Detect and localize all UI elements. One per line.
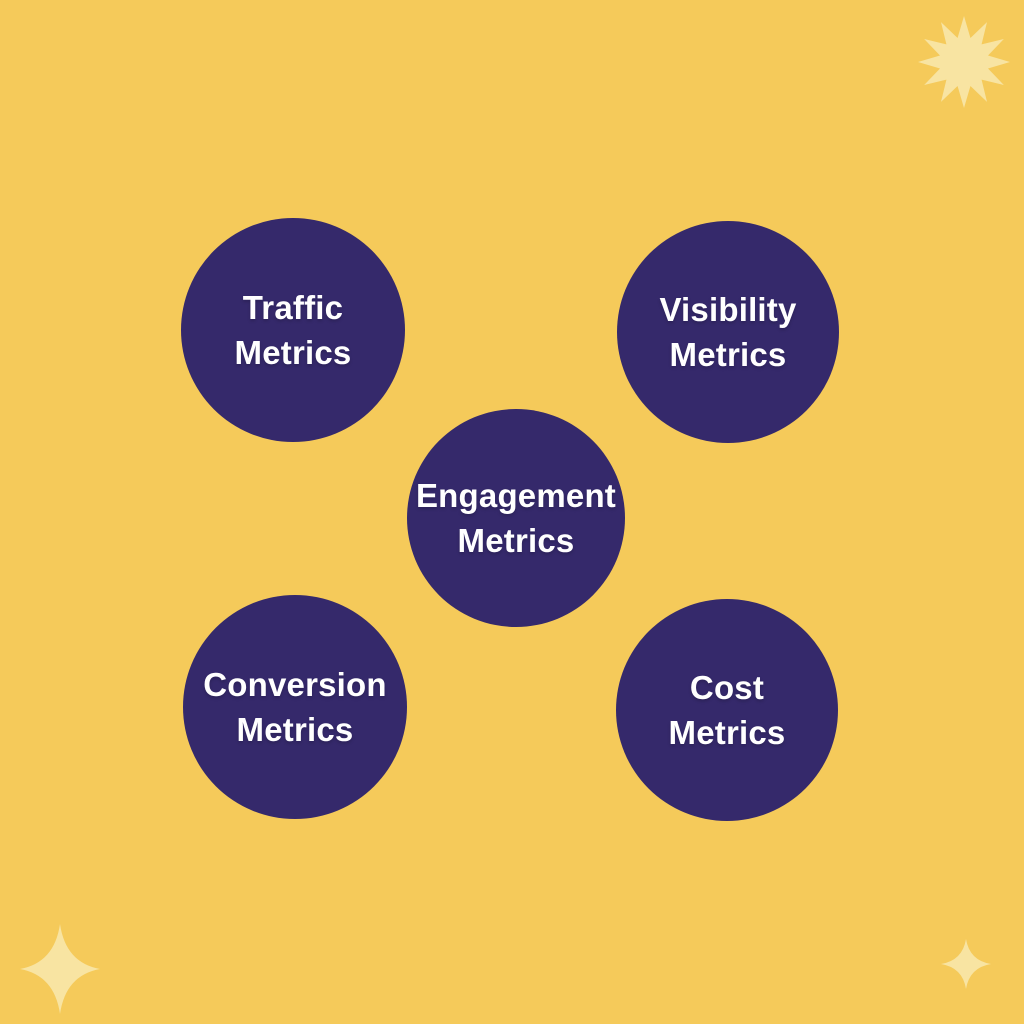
node-traffic-metrics: Traffic Metrics: [181, 218, 405, 442]
node-label-line2: Metrics: [234, 334, 352, 371]
node-label-line1: Cost: [689, 669, 765, 706]
node-label: Conversion Metrics: [203, 662, 387, 752]
node-cost-metrics: Cost Metrics: [616, 599, 838, 821]
node-label-line2: Metrics: [669, 336, 787, 373]
node-label-line1: Conversion: [203, 666, 387, 703]
node-label-line1: Traffic: [242, 289, 344, 326]
node-label: Visibility Metrics: [659, 287, 796, 377]
node-label-line1: Engagement: [415, 477, 617, 514]
node-label-line2: Metrics: [236, 711, 354, 748]
node-label-line2: Metrics: [668, 714, 786, 751]
node-conversion-metrics: Conversion Metrics: [183, 595, 407, 819]
node-label-line2: Metrics: [457, 522, 575, 559]
node-label: Engagement Metrics: [416, 473, 616, 563]
node-label-line1: Visibility: [659, 291, 797, 328]
starburst-icon: [918, 16, 1010, 108]
node-visibility-metrics: Visibility Metrics: [617, 221, 839, 443]
sparkle-icon: [20, 924, 100, 1014]
sparkle-icon: [941, 939, 991, 989]
node-label: Cost Metrics: [669, 665, 786, 755]
node-engagement-metrics: Engagement Metrics: [407, 409, 625, 627]
node-label: Traffic Metrics: [235, 285, 352, 375]
